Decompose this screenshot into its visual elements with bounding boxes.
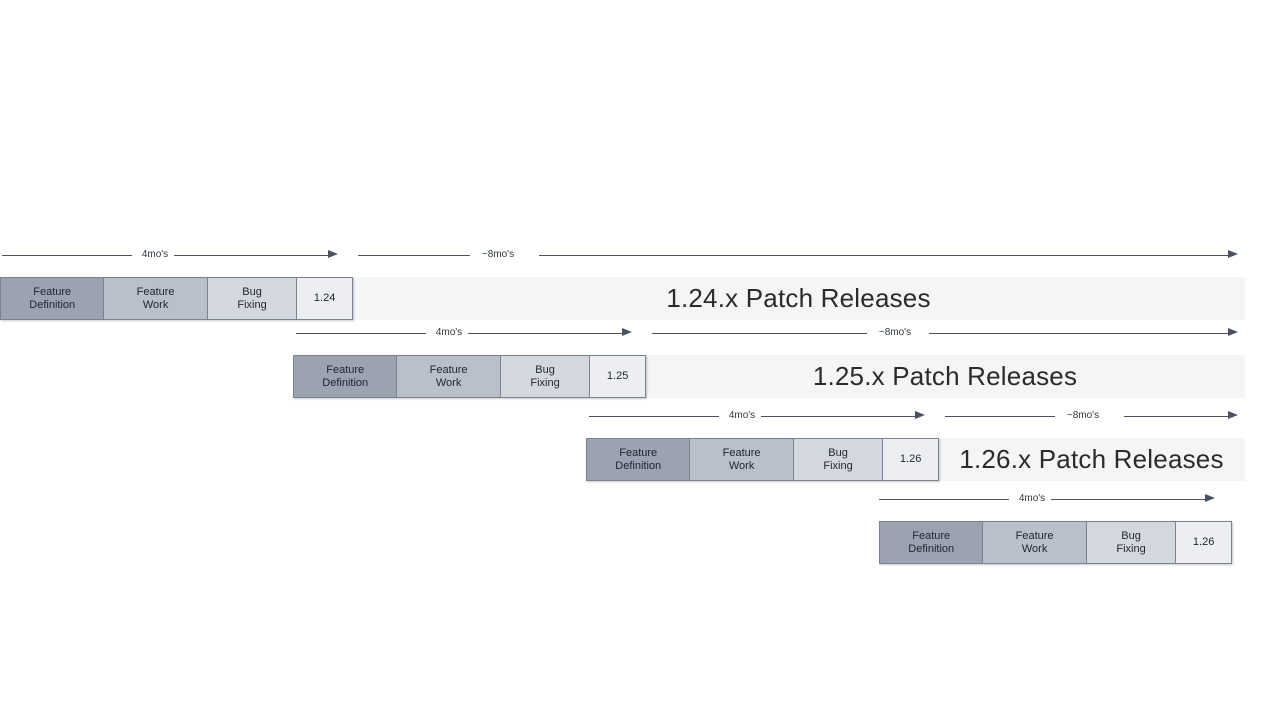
measure-line-right bbox=[174, 255, 329, 256]
phase-feature-work-125: Feature Work bbox=[397, 356, 501, 397]
phase-version-127: 1.26 bbox=[1176, 522, 1231, 563]
phase-version-125: 1.25 bbox=[590, 356, 645, 397]
phase-label-line2: Fixing bbox=[823, 459, 853, 472]
phase-bug-fixing-126: Bug Fixing bbox=[793, 439, 884, 480]
phase-label-line2: Definition bbox=[908, 542, 955, 555]
phase-label-line2: Fixing bbox=[530, 376, 560, 389]
phase-label-line2: Work bbox=[728, 459, 755, 472]
phase-label-line1: Feature bbox=[722, 446, 761, 459]
phase-label-line2: Work bbox=[1021, 542, 1048, 555]
patch-band-125: 1.25.x Patch Releases bbox=[645, 355, 1245, 398]
arrow-head-icon bbox=[328, 250, 338, 258]
phase-feature-definition-125: Feature Definition bbox=[294, 356, 398, 397]
arrow-head-icon bbox=[1228, 250, 1238, 258]
phase-label-line1: Feature bbox=[1015, 529, 1054, 542]
release-row-125: 1.25.x Patch Releases 4mo's ~8mo's Featu… bbox=[0, 323, 1280, 405]
patch-duration-measure-125: ~8mo's bbox=[652, 323, 1238, 345]
phase-feature-work-127: Feature Work bbox=[983, 522, 1087, 563]
patch-band-label-126: 1.26.x Patch Releases bbox=[959, 444, 1224, 474]
version-label: 1.26 bbox=[1192, 536, 1215, 548]
patch-duration-measure-126: ~8mo's bbox=[945, 406, 1238, 428]
measure-line-left bbox=[945, 416, 1055, 417]
dev-duration-measure-127: 4mo's bbox=[879, 489, 1215, 511]
phase-label-line2: Work bbox=[142, 298, 169, 311]
phase-label-line1: Bug bbox=[535, 363, 555, 376]
phase-label-line2: Fixing bbox=[1116, 542, 1146, 555]
phase-feature-definition-124: Feature Definition bbox=[1, 278, 105, 319]
dev-duration-label-125: 4mo's bbox=[435, 327, 463, 338]
phase-label-line1: Feature bbox=[619, 446, 658, 459]
arrow-head-icon bbox=[1205, 494, 1215, 502]
patch-band-126: 1.26.x Patch Releases bbox=[938, 438, 1245, 481]
phase-version-126: 1.26 bbox=[883, 439, 938, 480]
phase-label-line1: Feature bbox=[136, 285, 175, 298]
measure-line-left bbox=[589, 416, 719, 417]
measure-line-right bbox=[761, 416, 916, 417]
measure-line-right bbox=[1051, 499, 1206, 500]
phase-label-line1: Feature bbox=[33, 285, 72, 298]
phase-label-line2: Definition bbox=[29, 298, 76, 311]
phase-label-line1: Feature bbox=[326, 363, 365, 376]
phase-feature-work-124: Feature Work bbox=[104, 278, 208, 319]
phase-label-line2: Work bbox=[435, 376, 462, 389]
measure-line-left bbox=[296, 333, 426, 334]
phase-bug-fixing-124: Bug Fixing bbox=[207, 278, 298, 319]
measure-line-right bbox=[539, 255, 1229, 256]
dev-duration-measure-124: 4mo's bbox=[2, 245, 338, 267]
phase-label-line1: Feature bbox=[429, 363, 468, 376]
phase-bug-fixing-127: Bug Fixing bbox=[1086, 522, 1177, 563]
phase-label-line2: Definition bbox=[615, 459, 662, 472]
version-label: 1.25 bbox=[606, 370, 629, 382]
phase-bar-127: Feature Definition Feature Work Bug Fixi… bbox=[879, 521, 1232, 564]
phase-feature-work-126: Feature Work bbox=[690, 439, 794, 480]
phase-bar-125: Feature Definition Feature Work Bug Fixi… bbox=[293, 355, 646, 398]
patch-duration-measure-124: ~8mo's bbox=[358, 245, 1238, 267]
version-label: 1.24 bbox=[313, 292, 336, 304]
phase-bar-126: Feature Definition Feature Work Bug Fixi… bbox=[586, 438, 939, 481]
patch-band-label-125: 1.25.x Patch Releases bbox=[812, 361, 1078, 391]
phase-feature-definition-126: Feature Definition bbox=[587, 439, 691, 480]
phase-label-line1: Feature bbox=[912, 529, 951, 542]
phase-label-line2: Definition bbox=[322, 376, 369, 389]
measure-line-right bbox=[468, 333, 623, 334]
arrow-head-icon bbox=[1228, 328, 1238, 336]
phase-label-line1: Bug bbox=[828, 446, 848, 459]
phase-feature-definition-127: Feature Definition bbox=[880, 522, 984, 563]
dev-duration-measure-125: 4mo's bbox=[296, 323, 632, 345]
measure-line-right bbox=[1124, 416, 1229, 417]
phase-label-line2: Fixing bbox=[237, 298, 267, 311]
arrow-head-icon bbox=[622, 328, 632, 336]
measure-line-left bbox=[358, 255, 470, 256]
dev-duration-label-126: 4mo's bbox=[728, 410, 756, 421]
arrow-head-icon bbox=[1228, 411, 1238, 419]
measure-line-left bbox=[652, 333, 867, 334]
measure-line-right bbox=[929, 333, 1229, 334]
patch-band-124: 1.24.x Patch Releases bbox=[352, 277, 1245, 320]
dev-duration-measure-126: 4mo's bbox=[589, 406, 925, 428]
phase-bar-124: Feature Definition Feature Work Bug Fixi… bbox=[0, 277, 353, 320]
patch-duration-label-124: ~8mo's bbox=[481, 249, 515, 260]
patch-band-label-124: 1.24.x Patch Releases bbox=[666, 283, 931, 313]
phase-bug-fixing-125: Bug Fixing bbox=[500, 356, 591, 397]
release-row-126: 1.26.x Patch Releases 4mo's ~8mo's Featu… bbox=[0, 406, 1280, 488]
dev-duration-label-124: 4mo's bbox=[141, 249, 169, 260]
measure-line-left bbox=[879, 499, 1009, 500]
release-row-124: 1.24.x Patch Releases 4mo's ~8mo's Featu… bbox=[0, 245, 1280, 327]
patch-duration-label-126: ~8mo's bbox=[1066, 410, 1100, 421]
phase-version-124: 1.24 bbox=[297, 278, 352, 319]
phase-label-line1: Bug bbox=[1121, 529, 1141, 542]
phase-label-line1: Bug bbox=[242, 285, 262, 298]
release-row-127: 4mo's Feature Definition Feature Work Bu… bbox=[0, 489, 1280, 571]
measure-line-left bbox=[2, 255, 132, 256]
dev-duration-label-127: 4mo's bbox=[1018, 493, 1046, 504]
arrow-head-icon bbox=[915, 411, 925, 419]
patch-duration-label-125: ~8mo's bbox=[878, 327, 912, 338]
version-label: 1.26 bbox=[899, 453, 922, 465]
